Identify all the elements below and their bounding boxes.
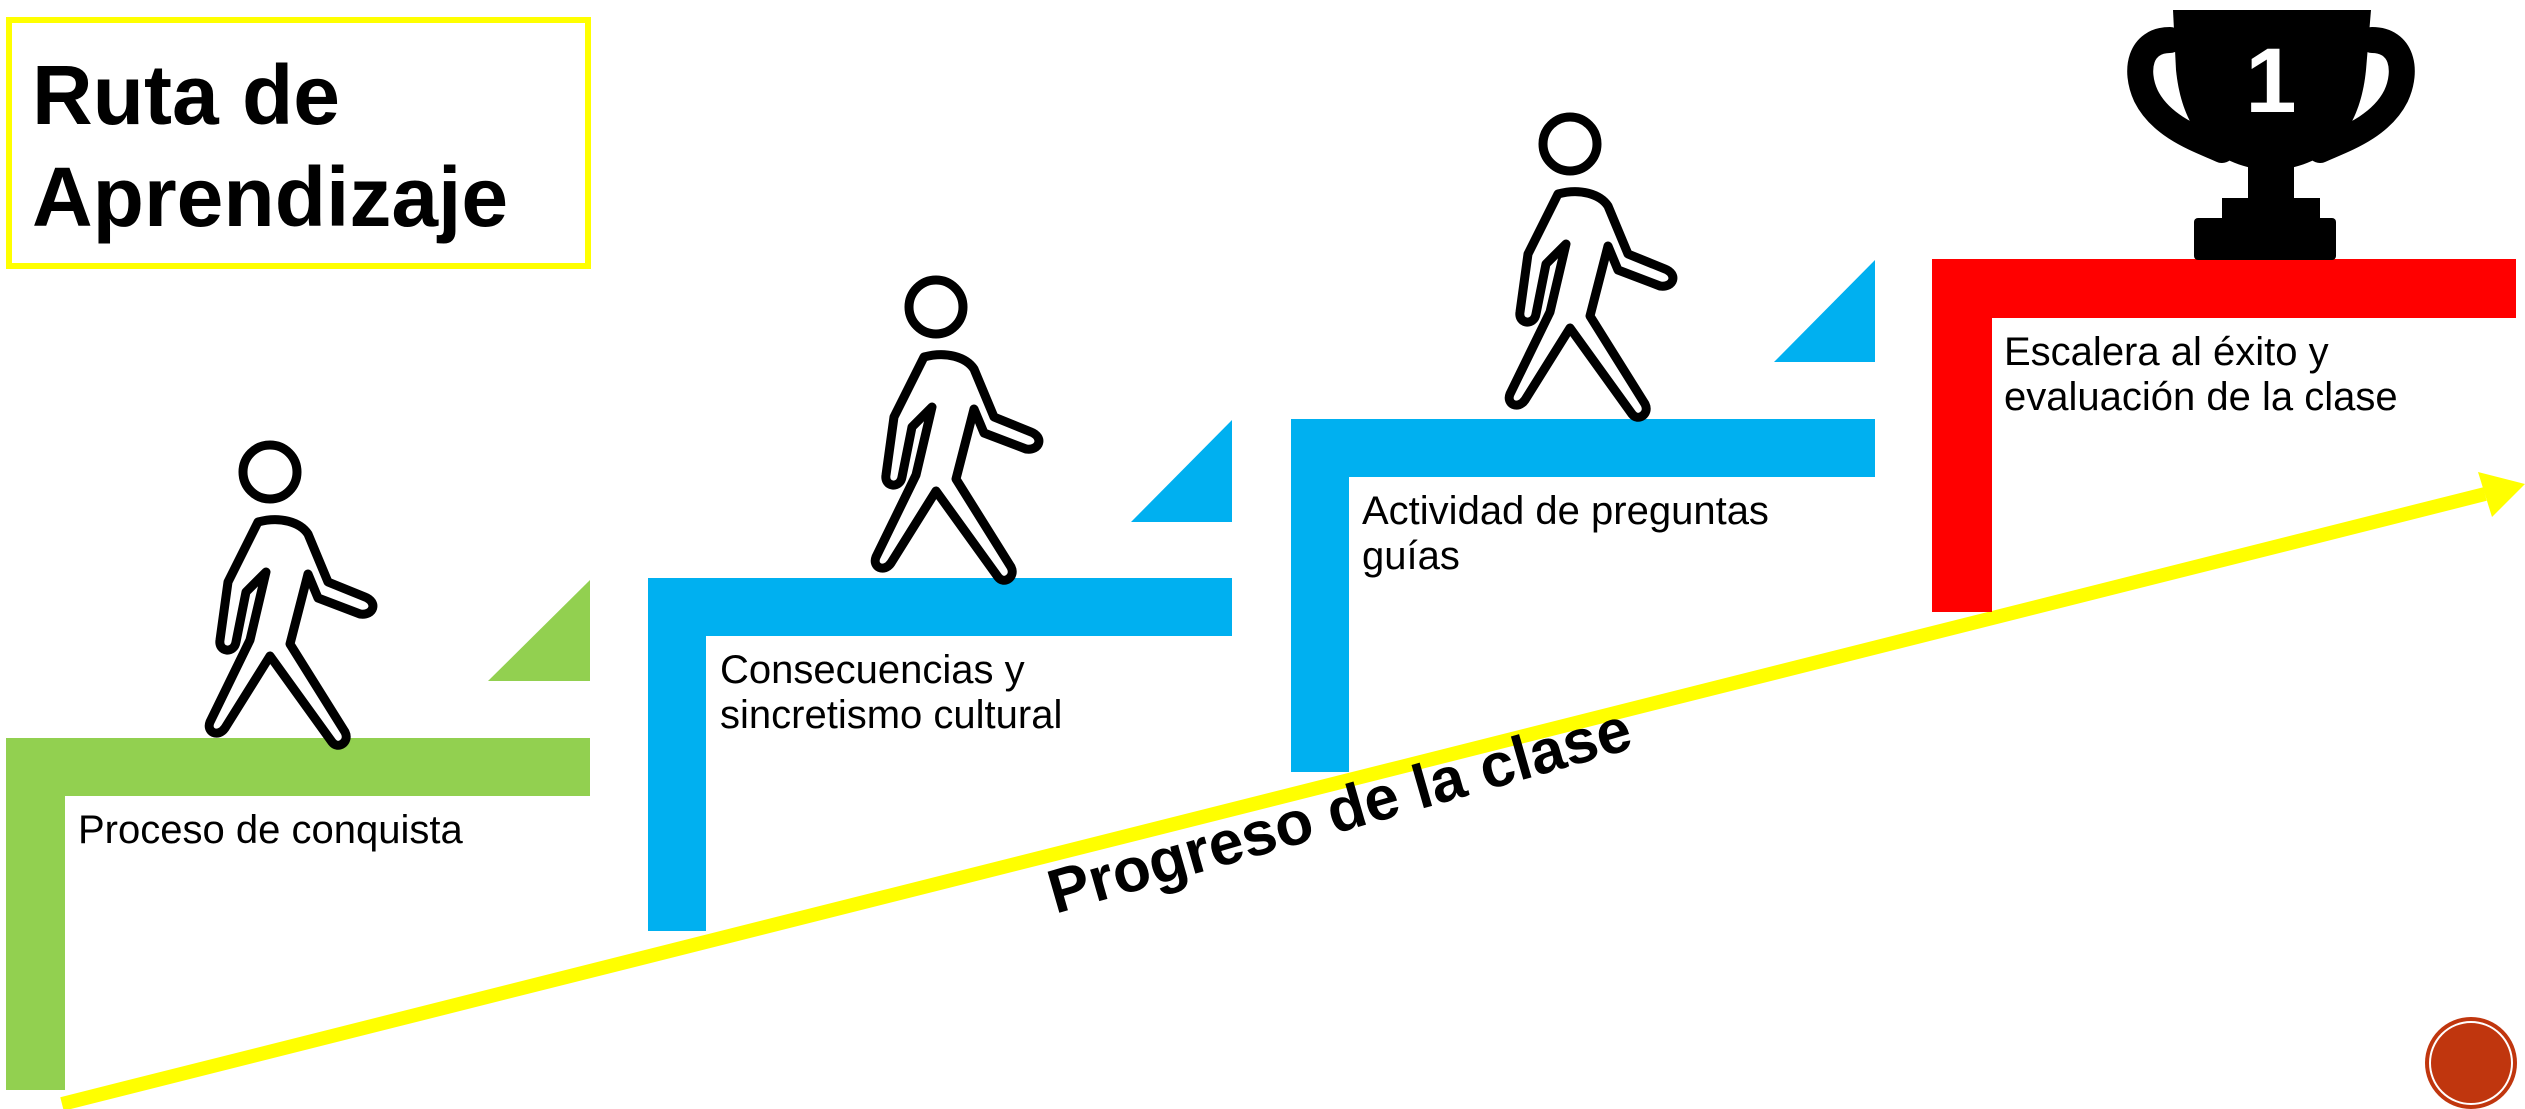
step-3-label: Actividad de preguntas guías [1362,489,1769,578]
step-1-triangle [488,580,590,681]
person-walking-icon [875,280,1039,580]
title-line-2: Aprendizaje [32,150,509,244]
title-line-1: Ruta de [32,48,341,142]
trophy-icon: 1 [2127,10,2415,260]
step-1-label: Proceso de conquista [78,808,463,852]
trophy-number: 1 [2245,30,2296,132]
step-1-bracket [6,580,590,1090]
person-walking-icon [209,445,373,745]
progress-arrow [60,472,2525,1109]
step-4-label: Escalera al éxito y evaluación de la cla… [2004,330,2398,419]
step-3-bracket [1291,260,1875,772]
step-2-bracket [648,420,1232,931]
step-2-triangle [1131,420,1232,522]
person-walking-icon [1509,117,1673,417]
step-2-label: Consecuencias y sincretismo cultural [720,648,1063,737]
step-3-triangle [1774,260,1875,362]
orange-circle-badge [2425,1017,2517,1109]
title-box: Ruta de Aprendizaje [6,17,591,269]
step-4-bracket [1932,259,2516,612]
